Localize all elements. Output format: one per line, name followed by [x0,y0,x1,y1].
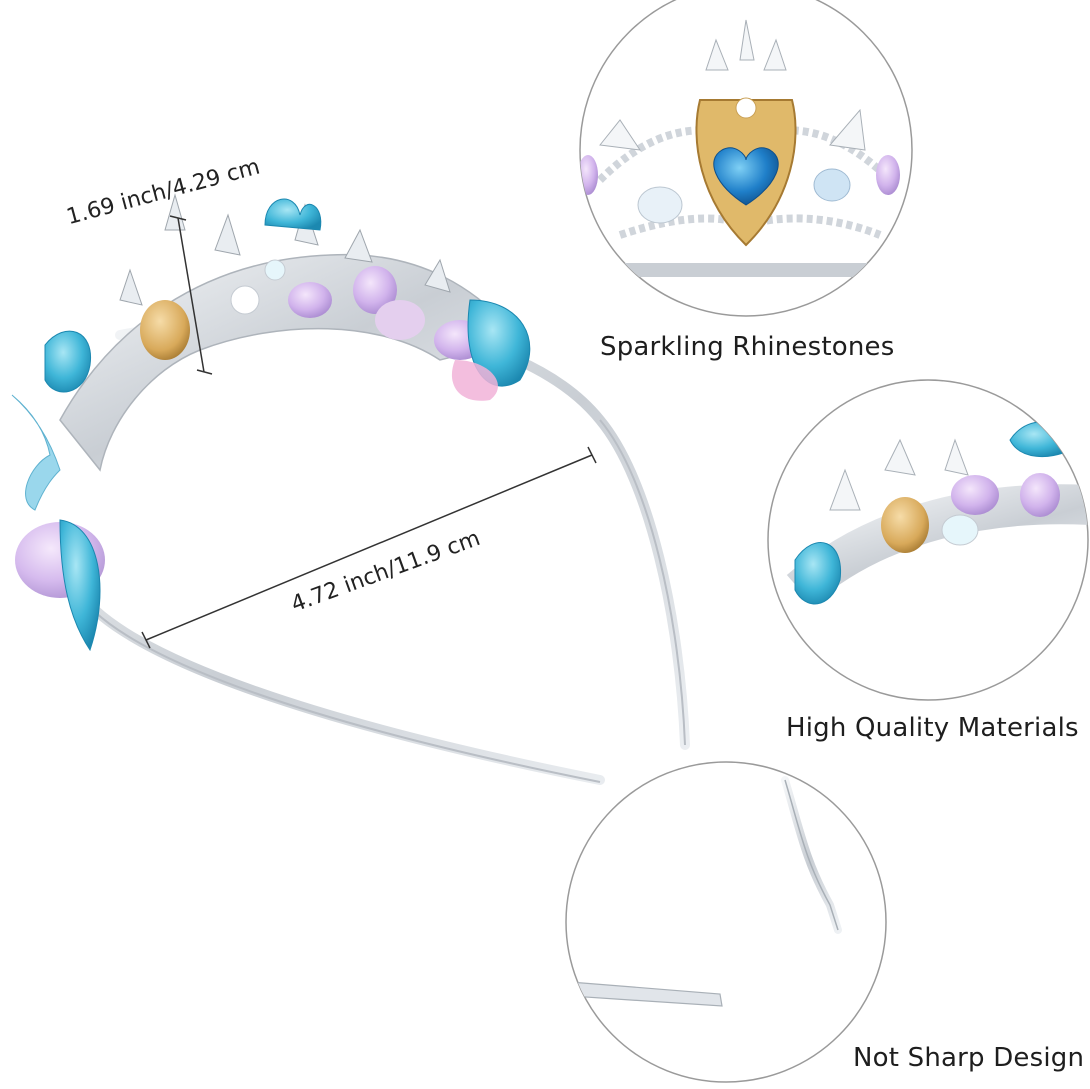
caption-materials: High Quality Materials [786,713,1079,743]
shell-left [44,330,91,393]
detail-circle-not-sharp [565,761,887,1083]
gold-gem [140,300,190,360]
shell-right [451,299,531,401]
shell-bottom [15,519,105,652]
heart-gem [713,147,779,206]
caption-not-sharp: Not Sharp Design [853,1043,1085,1073]
height-dimension [169,215,213,375]
shell-top [264,198,322,231]
width-dimension [141,446,597,649]
detail-circle-rhinestones [579,0,913,317]
detail-circle-materials [767,379,1089,701]
headband-band [90,314,690,785]
caption-rhinestones: Sparkling Rhinestones [600,332,895,362]
mermaid-tail [11,394,61,511]
headband-main [11,193,690,785]
